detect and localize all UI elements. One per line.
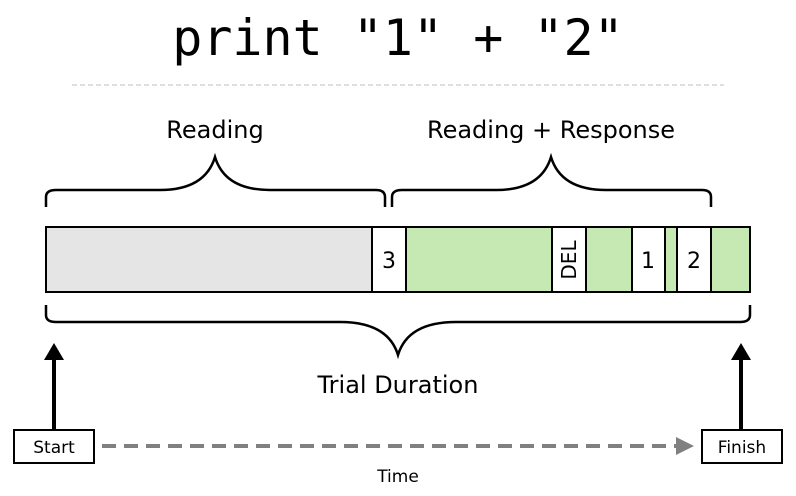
time-arrow-head-icon bbox=[676, 437, 694, 455]
finish-box bbox=[701, 429, 783, 464]
key-label: 2 bbox=[687, 249, 701, 274]
reading-segment bbox=[45, 226, 373, 293]
key-segment-3 bbox=[371, 226, 407, 293]
reading-response-brace bbox=[390, 152, 713, 207]
key-label: DEL bbox=[557, 240, 581, 280]
trial-duration-brace bbox=[44, 305, 752, 360]
code-title: print "1" + "2" bbox=[172, 9, 624, 67]
response-segment bbox=[585, 226, 633, 293]
start-label: Start bbox=[33, 438, 75, 458]
key-label: 3 bbox=[382, 249, 396, 274]
reading-response-label: Reading + Response bbox=[427, 116, 675, 144]
start-box bbox=[13, 429, 95, 464]
response-segment bbox=[664, 226, 678, 293]
reading-label: Reading bbox=[166, 116, 263, 144]
key-segment-2 bbox=[676, 226, 712, 293]
key-segment-del bbox=[551, 226, 587, 293]
finish-arrow-head-icon bbox=[731, 343, 751, 360]
start-arrow-head-icon bbox=[44, 343, 64, 360]
key-label: 1 bbox=[641, 249, 655, 274]
keystroke-bar: 3 DEL 1 2 bbox=[45, 226, 751, 293]
time-label: Time bbox=[376, 467, 419, 487]
trial-duration-label: Trial Duration bbox=[317, 371, 479, 399]
finish-label: Finish bbox=[718, 438, 766, 458]
response-segment bbox=[405, 226, 553, 293]
response-segment bbox=[710, 226, 751, 293]
reading-brace bbox=[44, 152, 387, 207]
